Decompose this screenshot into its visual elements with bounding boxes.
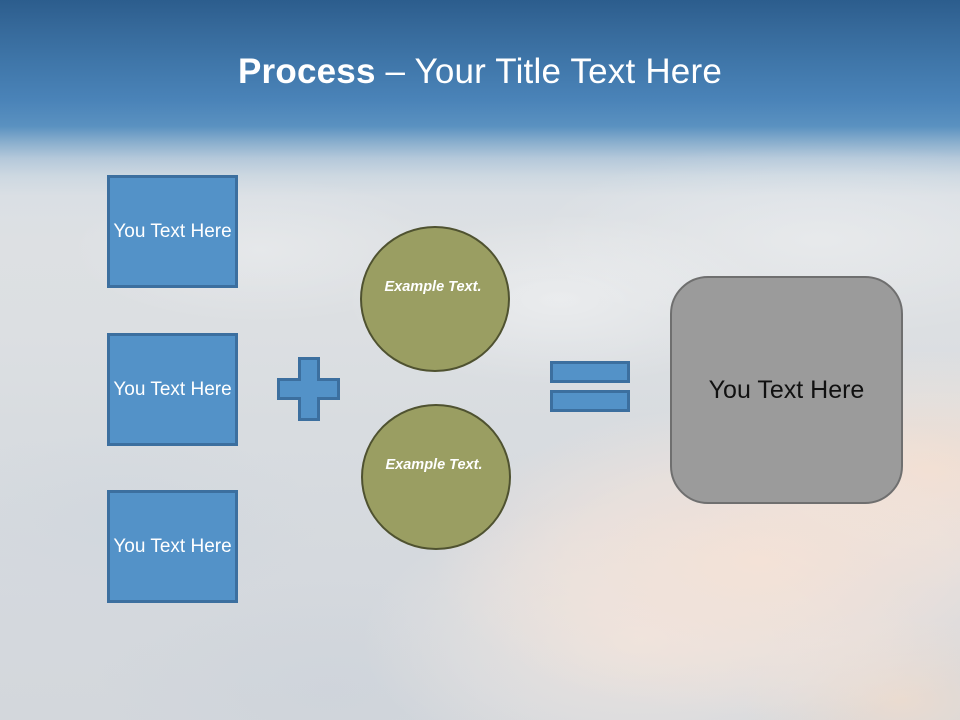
input-box-3[interactable]: You Text Here	[107, 490, 238, 603]
example-circle-1[interactable]: Example Text.	[360, 226, 510, 372]
plus-inner-patch-v	[301, 360, 317, 418]
input-box-2-label: You Text Here	[113, 379, 232, 400]
example-circle-2[interactable]: Example Text.	[361, 404, 511, 550]
example-circle-1-label: Example Text.	[384, 279, 482, 295]
plus-operator-icon	[277, 357, 340, 421]
input-box-1-label: You Text Here	[113, 221, 232, 242]
page-title: Process – Your Title Text Here	[0, 50, 960, 94]
equals-bottom-bar	[550, 390, 630, 412]
example-circle-2-label: Example Text.	[385, 457, 483, 473]
input-box-3-label: You Text Here	[113, 536, 232, 557]
equals-top-bar	[550, 361, 630, 383]
input-box-2[interactable]: You Text Here	[107, 333, 238, 446]
page-title-bold: Process	[238, 52, 376, 91]
input-box-1[interactable]: You Text Here	[107, 175, 238, 288]
page-title-rest: – Your Title Text Here	[375, 52, 722, 91]
equals-operator-icon	[550, 361, 630, 412]
result-box-label: You Text Here	[708, 376, 865, 404]
result-box[interactable]: You Text Here	[670, 276, 903, 504]
